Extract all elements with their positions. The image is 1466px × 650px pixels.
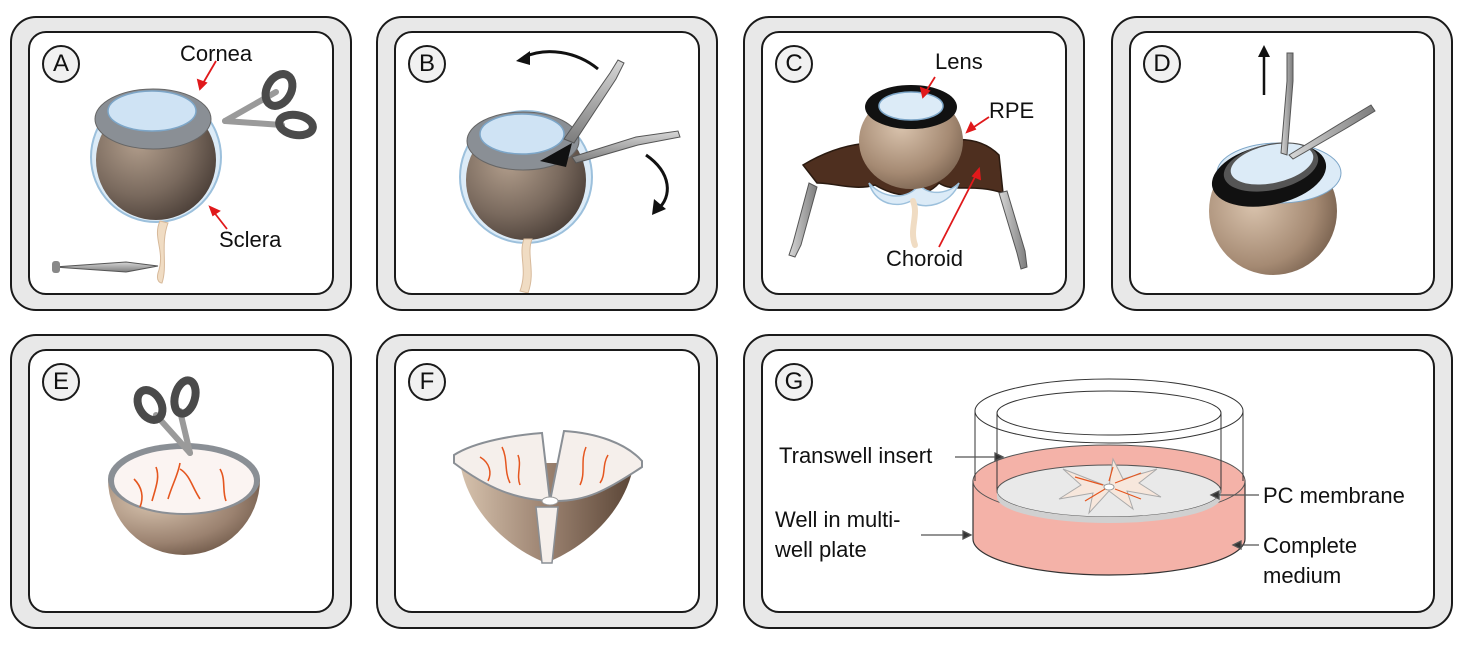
up-arrow-icon bbox=[1258, 45, 1270, 95]
label-complete-medium-line2: medium bbox=[1263, 563, 1341, 588]
label-well-line2: well plate bbox=[775, 537, 867, 562]
label-cornea: Cornea bbox=[180, 41, 252, 66]
label-lens: Lens bbox=[935, 49, 983, 74]
label-pc-membrane: PC membrane bbox=[1263, 483, 1405, 508]
panel-d-illustration bbox=[1131, 33, 1435, 295]
scissors-icon bbox=[132, 378, 199, 453]
panel-e-illustration bbox=[30, 351, 334, 613]
panel-d: D bbox=[1129, 31, 1435, 295]
panel-e: E bbox=[28, 349, 334, 613]
label-transwell-insert: Transwell insert bbox=[779, 443, 932, 468]
transwell-icon bbox=[973, 379, 1245, 575]
panel-a-illustration bbox=[30, 33, 334, 295]
panel-a: A Corne bbox=[28, 31, 334, 295]
label-sclera: Sclera bbox=[219, 227, 281, 252]
eyeball-icon bbox=[859, 85, 963, 189]
label-choroid: Choroid bbox=[886, 246, 963, 271]
label-complete-medium-line1: Complete bbox=[1263, 533, 1357, 558]
forceps-icon bbox=[52, 261, 158, 273]
label-well-line1: Well in multi- bbox=[775, 507, 901, 532]
panel-f-illustration bbox=[396, 351, 700, 613]
panel-b-illustration bbox=[396, 33, 700, 295]
panel-f: F bbox=[394, 349, 700, 613]
retina-flatmount-icon bbox=[454, 431, 642, 563]
eyeball-icon bbox=[91, 89, 221, 222]
panel-c: C Lens RPE Choroid bbox=[761, 31, 1067, 295]
panel-g: G Transwell insert PC membrane bbox=[761, 349, 1435, 613]
panel-b: B bbox=[394, 31, 700, 295]
eyeball-icon bbox=[1206, 134, 1341, 275]
label-rpe: RPE bbox=[989, 98, 1034, 123]
eyecup-icon bbox=[108, 443, 260, 555]
scissors-icon bbox=[225, 69, 314, 138]
